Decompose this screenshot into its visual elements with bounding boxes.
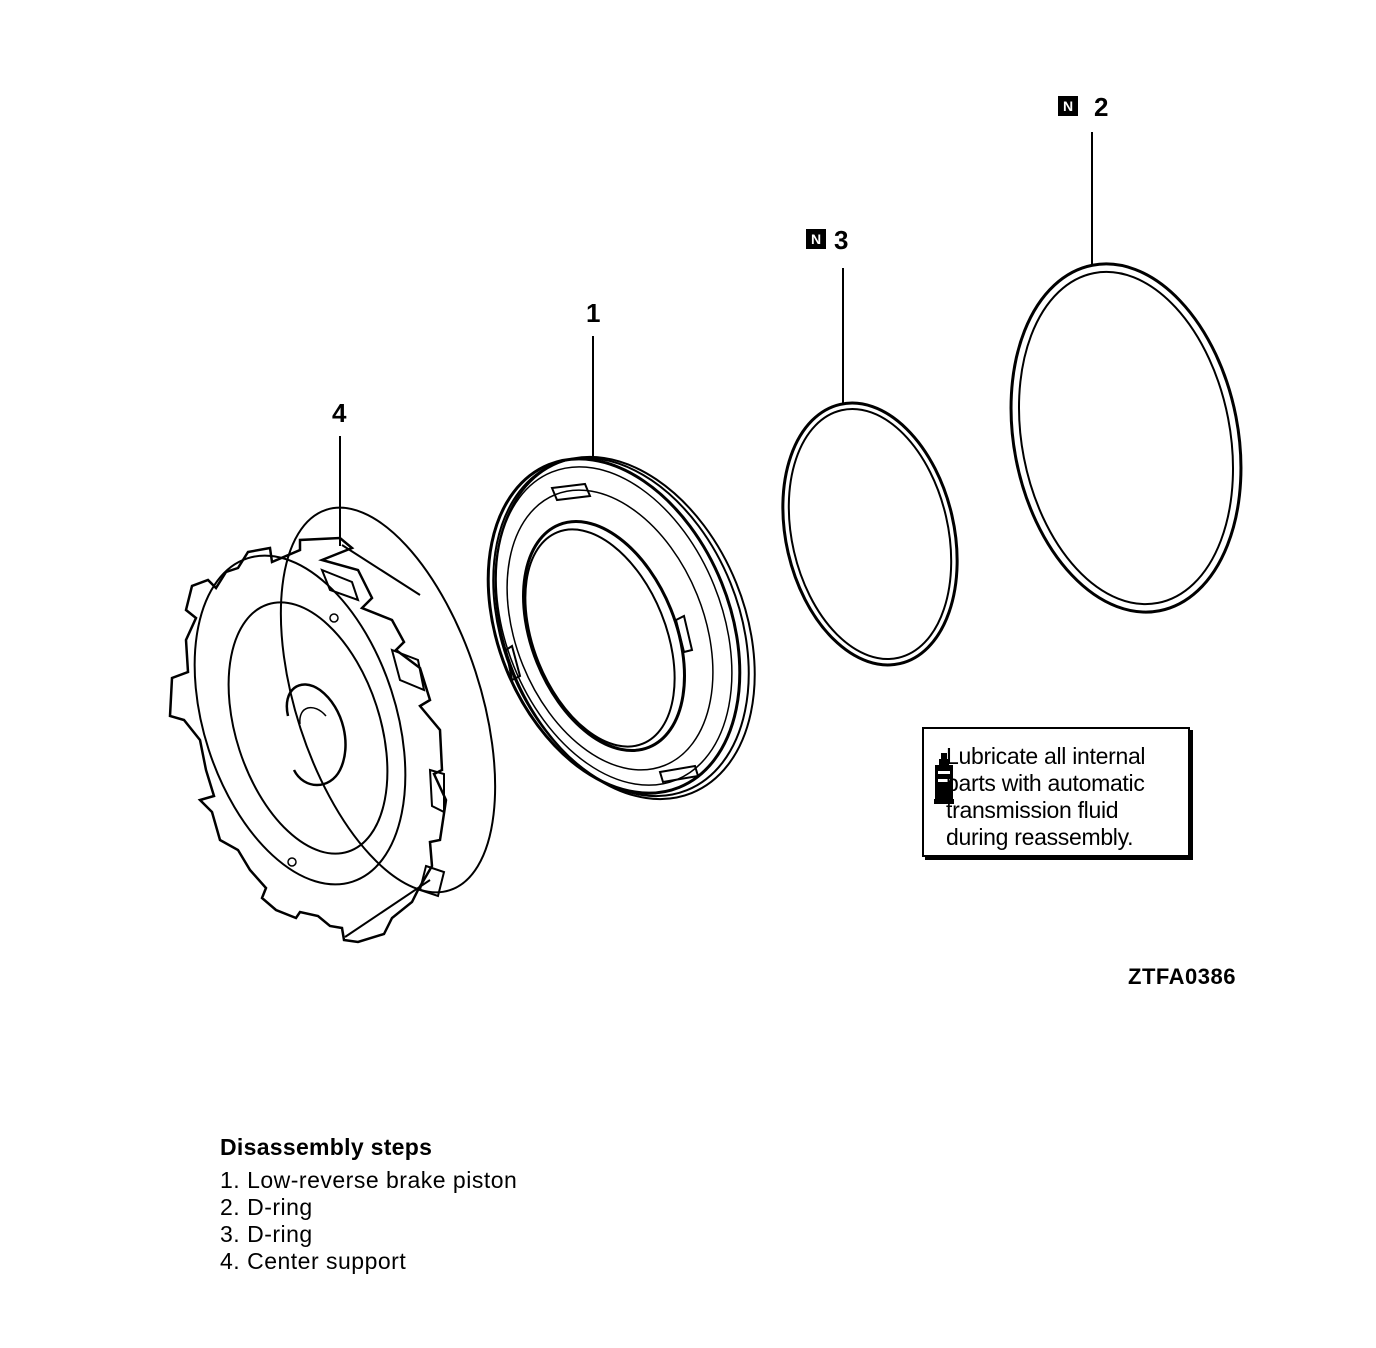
step-item: 3. D-ring [220, 1221, 517, 1248]
step-number: 1. [220, 1167, 241, 1193]
step-label: Low-reverse brake piston [247, 1167, 518, 1193]
steps-list: 1. Low-reverse brake piston 2. D-ring 3.… [220, 1167, 517, 1275]
n-badge-2-label: N [1063, 98, 1073, 114]
step-label: D-ring [247, 1221, 313, 1247]
steps-title: Disassembly steps [220, 1134, 433, 1160]
n-badge-3 [806, 229, 826, 249]
step-label: D-ring [247, 1194, 313, 1220]
part-1-brake-piston [486, 455, 756, 801]
callout-2: N 2 [1058, 92, 1108, 122]
oil-bottle-icon [934, 753, 954, 804]
part-4-center-support [168, 506, 497, 944]
callout-number-2: 2 [1094, 92, 1108, 122]
note-line-2: parts with automatic [946, 770, 1145, 796]
part-3-d-ring [781, 401, 959, 667]
step-number: 2. [220, 1194, 241, 1220]
part-2-d-ring [1009, 262, 1243, 614]
note-line-4: during reassembly. [946, 824, 1134, 850]
n-badge-2 [1058, 96, 1078, 116]
step-item: 2. D-ring [220, 1194, 517, 1221]
step-item: 4. Center support [220, 1248, 517, 1275]
step-number: 3. [220, 1221, 241, 1247]
callout-number-4: 4 [332, 398, 347, 428]
step-item: 1. Low-reverse brake piston [220, 1167, 517, 1194]
lubrication-note: Lubricate all internal parts with automa… [922, 727, 1190, 857]
step-number: 4. [220, 1248, 241, 1274]
callout-number-3: 3 [834, 225, 848, 255]
step-label: Center support [247, 1248, 407, 1274]
disassembly-steps: Disassembly steps 1. Low-reverse brake p… [220, 1134, 517, 1275]
lubrication-note-text: Lubricate all internal parts with automa… [946, 743, 1146, 851]
n-badge-3-label: N [811, 231, 821, 247]
callout-number-1: 1 [586, 298, 600, 328]
note-line-3: transmission fluid [946, 797, 1119, 823]
figure-code: ZTFA0386 [1128, 964, 1236, 989]
note-line-1: Lubricate all internal [946, 743, 1146, 769]
callout-3: N 3 [806, 225, 848, 255]
